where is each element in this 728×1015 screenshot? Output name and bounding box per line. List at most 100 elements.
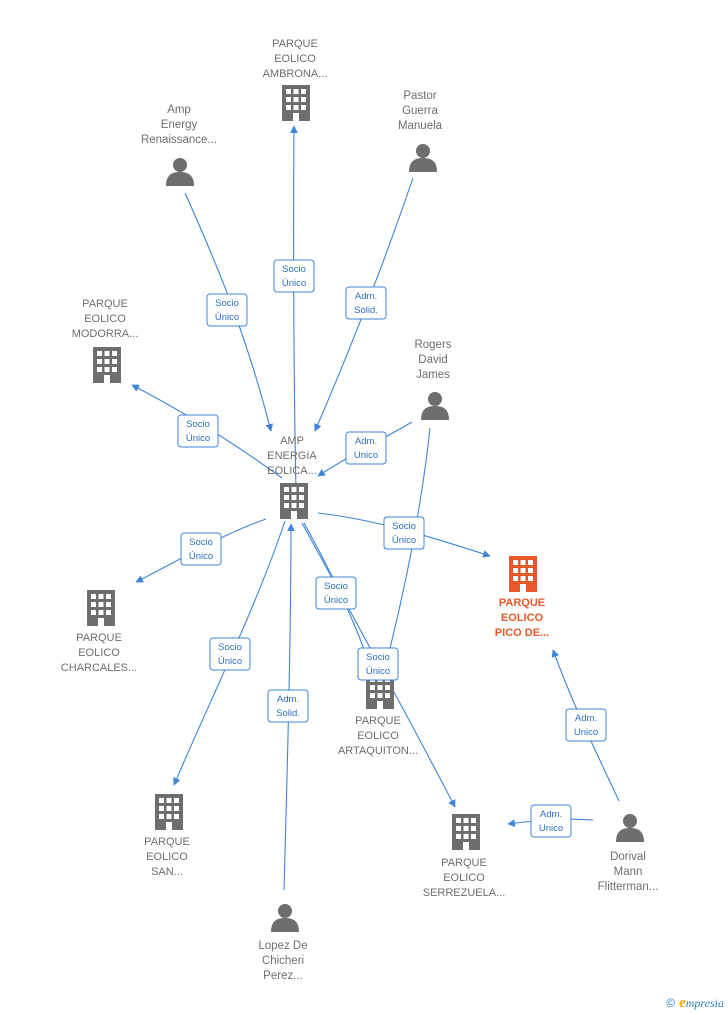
edge-label-box	[315, 576, 357, 610]
node-label-line: EOLICO	[146, 851, 188, 863]
edge-labels-layer: SocioÚnicoSocioÚnicoAdm.Solid.SocioÚnico…	[177, 259, 607, 838]
node-label-line: Amp	[167, 104, 191, 116]
node-label-line: Renaissance...	[141, 134, 217, 146]
node-label-line: Dorival	[610, 851, 646, 863]
edge-label-dorival-to-serrezuela[interactable]: Adm. Unico	[530, 804, 572, 838]
node-san[interactable]: PARQUEEOLICOSAN...	[144, 794, 190, 878]
edge-label-box	[177, 414, 219, 448]
edge-label-text: Adm.	[575, 713, 597, 724]
node-serrezuela[interactable]: PARQUEEOLICOSERREZUELA...	[423, 814, 506, 899]
edge-label-text: Socio	[215, 298, 239, 309]
person-icon	[409, 144, 437, 172]
edge-label-text: Único	[324, 595, 348, 606]
edge-label-text: Adm.	[355, 291, 377, 302]
edge-label-pastor-to-amp[interactable]: Adm. Solid.	[345, 286, 387, 320]
copyright-icon: ©	[666, 996, 676, 1010]
edge-label-text: Unico	[354, 450, 378, 461]
edge-label-text: Unico	[539, 823, 563, 834]
person-icon	[271, 904, 299, 932]
node-label-line: CHARCALES...	[61, 662, 137, 674]
building-icon	[155, 794, 183, 830]
building-icon	[93, 347, 121, 383]
building-icon	[509, 556, 537, 592]
node-dorival[interactable]: DorivalMannFlitterman...	[598, 814, 659, 893]
node-label-line: ENERGIA	[267, 450, 317, 462]
node-label-line: EOLICO	[78, 647, 120, 659]
edge-label-box	[565, 708, 607, 742]
edge-label-text: Socio	[366, 652, 390, 663]
edge-label-lopez-to-amp[interactable]: Adm.Solid.	[267, 689, 309, 723]
brand-logo-text: mpresia	[685, 996, 724, 1010]
node-label-line: EOLICO	[501, 612, 544, 624]
node-label-line: Perez...	[263, 970, 303, 982]
node-label-line: David	[418, 354, 447, 366]
node-lopez[interactable]: Lopez DeChicheriPerez...	[258, 904, 308, 982]
building-icon	[87, 590, 115, 626]
edge-label-box	[345, 431, 387, 465]
edge-label-box	[209, 637, 251, 671]
footer-brand: ©empresia	[666, 995, 724, 1012]
node-modorra[interactable]: PARQUEEOLICOMODORRA...	[72, 298, 139, 383]
node-ambrona[interactable]: PARQUE EOLICO AMBRONA...	[263, 38, 328, 121]
node-label-line: AMP	[280, 435, 304, 447]
edge-label-text: Socio	[186, 419, 210, 430]
edge-label-text: Único	[392, 535, 416, 546]
node-label-line: EOLICO	[443, 872, 485, 884]
edge-label-text: Solid.	[354, 305, 378, 316]
edge-label-box	[273, 259, 315, 293]
building-icon	[452, 814, 480, 850]
person-icon	[616, 814, 644, 842]
node-label-line: SERREZUELA...	[423, 887, 506, 899]
edge-label-box	[530, 804, 572, 838]
node-label-line: PARQUE	[272, 38, 318, 50]
edge-label-text: Adm.	[277, 694, 299, 705]
edge-label-text: Adm.	[355, 436, 377, 447]
edge-rogers-to-artaquiton	[382, 427, 431, 673]
edge-label-text: Único	[366, 666, 390, 677]
node-renaissance[interactable]: AmpEnergyRenaissance...	[141, 104, 217, 186]
edge-label-text: Adm.	[540, 809, 562, 820]
node-artaquiton[interactable]: PARQUEEOLICOARTAQUITON...	[338, 673, 418, 757]
node-label-line: ARTAQUITON...	[338, 745, 418, 757]
node-amp[interactable]: AMPENERGIAEOLICA...	[267, 435, 317, 519]
edge-label-dorival-to-pico[interactable]: Adm.Unico	[565, 708, 607, 742]
edge-label-text: Único	[215, 312, 239, 323]
nodes-layer: AMPENERGIAEOLICA...PARQUEEOLICOAMBRONA..…	[61, 38, 659, 982]
edge-label-text: Único	[282, 278, 306, 289]
edge-label-text: Socio	[218, 642, 242, 653]
node-label-line: Flitterman...	[598, 881, 659, 893]
building-icon	[280, 483, 308, 519]
node-label-line: Manuela	[398, 120, 443, 132]
edge-label-box	[383, 516, 425, 550]
person-icon	[421, 392, 449, 420]
node-label-line: Mann	[614, 866, 643, 878]
edge-label-rogers-to-amp[interactable]: Adm. Unico	[345, 431, 387, 465]
edge-label-box	[345, 286, 387, 320]
person-icon	[166, 158, 194, 186]
edge-label-box	[357, 647, 399, 681]
node-label-line: AMBRONA...	[263, 68, 328, 80]
node-label-line: EOLICO	[357, 730, 399, 742]
edge-label-text: Único	[186, 433, 210, 444]
node-charcales[interactable]: PARQUE EOLICO CHARCALES...	[61, 590, 137, 674]
node-label-line: PARQUE	[499, 597, 545, 609]
brand-logo-e: e	[679, 995, 686, 1011]
edge-label-box	[206, 293, 248, 327]
edges-layer	[131, 125, 620, 891]
node-label-line: Pastor	[403, 90, 436, 102]
node-label-line: PARQUE	[76, 632, 122, 644]
node-label-line: EOLICO	[274, 53, 316, 65]
node-label-line: EOLICO	[84, 313, 126, 325]
